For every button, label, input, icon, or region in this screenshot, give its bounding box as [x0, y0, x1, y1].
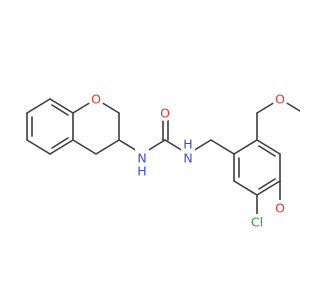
bond: [26, 98, 51, 114]
atom-label-o1: O: [91, 92, 101, 107]
atom-O4: O: [272, 200, 288, 216]
atom-O3: O: [272, 91, 288, 107]
bond: [210, 139, 235, 155]
atom-label-layer: O N H O N H O O Cl: [88, 91, 288, 230]
bond: [256, 139, 281, 155]
atom-N1: N H: [135, 146, 149, 179]
bond-double-inner: [51, 137, 69, 149]
atom-label-o4: O: [275, 201, 285, 216]
atom-O2: O: [157, 105, 173, 121]
bond: [233, 139, 258, 155]
bond: [49, 98, 74, 114]
atom-label-n2: N: [183, 151, 192, 166]
bond: [95, 139, 120, 155]
atom-label-cl: Cl: [251, 215, 263, 230]
atom-O1: O: [88, 91, 104, 107]
bond: [49, 139, 74, 155]
atom-Cl: Cl: [248, 214, 266, 230]
bond: [233, 180, 258, 196]
atom-label-h1: H: [137, 164, 146, 179]
atom-label-o2: O: [160, 106, 170, 121]
atom-label-h2: H: [183, 137, 192, 152]
molecule-structure-diagram: O N H O N H O O Cl: [26, 91, 300, 230]
bond: [26, 139, 51, 155]
bond: [256, 180, 281, 196]
atom-label-n1: N: [137, 151, 146, 166]
atom-label-o3: O: [275, 92, 285, 107]
bond-double-inner: [51, 104, 69, 116]
bond-double-inner: [258, 178, 276, 190]
bond-double-inner: [258, 145, 276, 157]
bond: [72, 139, 97, 155]
atom-N2: N H: [181, 137, 195, 168]
